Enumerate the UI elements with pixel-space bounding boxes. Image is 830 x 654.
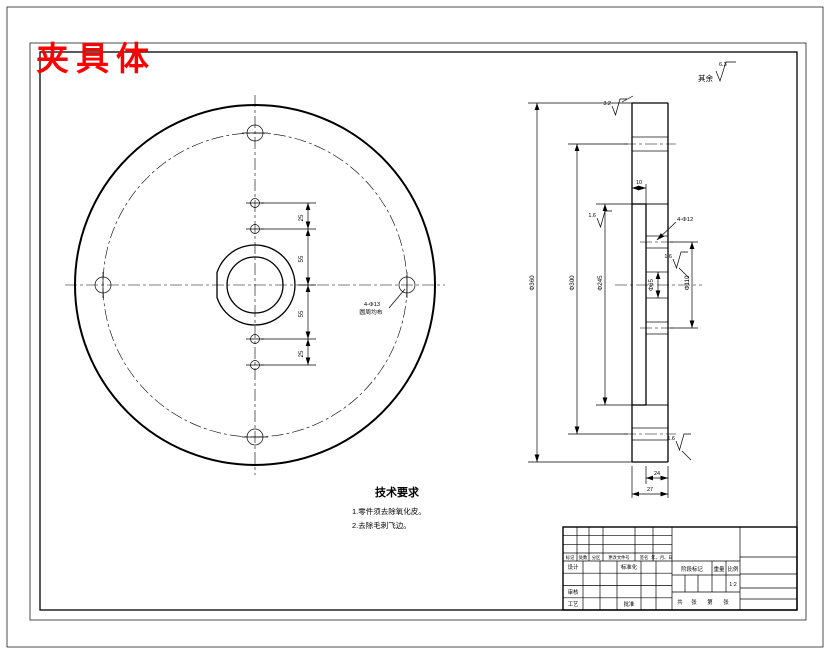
leader-line: [656, 221, 677, 241]
dim-value: 55: [298, 255, 305, 262]
roughness-value: 1.6: [667, 436, 675, 442]
leader-line: [621, 95, 634, 103]
section-view: [615, 102, 702, 463]
leader-line: [681, 450, 692, 461]
leader-line: [678, 267, 690, 279]
front-view: [65, 95, 445, 475]
tb-scale-label: 比例: [728, 565, 739, 573]
frame-outer-line: [29, 42, 807, 621]
roughness-value: 3.2: [603, 101, 611, 107]
surface-roughness-note: 其余 6.3: [698, 61, 736, 83]
tb-role-design: 设计: [568, 563, 579, 571]
tb-sheet-unit2: 张: [723, 598, 729, 606]
dim-value: 25: [298, 214, 305, 221]
part-title: 夹具体: [36, 40, 156, 77]
roughness-icon: [596, 210, 612, 229]
tb-header-zone: 分区: [592, 554, 601, 561]
section-area: [631, 102, 669, 138]
dim-outer-dia: Φ360: [529, 275, 536, 291]
roughness-mark-top: 3.2: [603, 95, 634, 117]
frame-inner-line: [39, 51, 798, 611]
title-block: 标记 处数 分区 更改文件号 签名 年、月、日 设计 标准化 审核 工艺 批准 …: [562, 526, 798, 611]
roughness-mark-recess: 1.6: [588, 210, 612, 229]
tech-requirement-item: 1.零件须去除氧化皮。: [352, 506, 426, 516]
roughness-value: 1.6: [588, 213, 596, 219]
surface-note-value: 6.3: [719, 62, 727, 68]
section-area: [631, 404, 669, 429]
tb-header-mark: 标记: [566, 554, 575, 561]
tb-role-approve: 批准: [624, 600, 635, 608]
dim-bolt-circle: Φ300: [569, 275, 576, 291]
surface-note-label: 其余: [698, 73, 713, 83]
tb-scale-value: 1:2: [729, 582, 737, 588]
tb-stage-label: 阶段标记: [681, 565, 703, 573]
tb-header-date: 年、月、日: [651, 554, 672, 561]
section-area: [645, 297, 669, 323]
roughness-icon: [611, 98, 627, 117]
tb-role-audit: 审核: [568, 588, 579, 596]
tb-header-file-no: 更改文件号: [608, 554, 629, 561]
tb-role-process: 工艺: [568, 601, 579, 608]
tech-requirements-heading: 技术要求: [375, 485, 420, 499]
dim-hub-thickness: 24: [654, 471, 660, 477]
tb-sheet-total: 共: [677, 598, 683, 606]
title-block-border: [562, 526, 798, 611]
page-frame: [6, 6, 824, 648]
roughness-mark-bottom: 1.6: [667, 433, 692, 461]
roughness-icon: [672, 251, 688, 270]
section-view-dimensions: Φ360 Φ300 Φ245 Φ110 Φ65 10 24 27 4-Φ12: [528, 95, 698, 498]
roughness-icon: [715, 61, 736, 83]
roughness-value: 1.6: [664, 254, 672, 260]
dim-value: 25: [298, 350, 305, 357]
roughness-mark-bore: 1.6: [664, 251, 690, 279]
tb-sheet-unit1: 张: [691, 598, 697, 606]
dim-flange-thickness: 27: [647, 487, 653, 493]
tb-sheet-index: 第: [707, 598, 713, 606]
front-view-dimensions: 25 55 55 25 4-Φ13 圆周均布: [261, 202, 406, 366]
dim-value: 55: [298, 310, 305, 317]
tb-weight-label: 重量: [714, 565, 725, 573]
tech-requirements: 技术要求 1.零件须去除氧化皮。 2.去除毛刺飞边。: [352, 485, 426, 530]
center-boss-circle: [216, 244, 296, 326]
tb-header-signature: 签名: [640, 554, 649, 561]
dim-hole-circle: Φ110: [684, 275, 691, 290]
dim-step-depth: 10: [636, 180, 642, 186]
small-hole-callout: 4-Φ12: [677, 217, 693, 223]
dim-recess-dia: Φ245: [597, 275, 604, 291]
leader-line: [388, 288, 406, 309]
section-area: [645, 333, 669, 406]
bolt-hole-callout-1: 4-Φ13: [364, 302, 380, 308]
roughness-icon: [675, 433, 691, 452]
section-area: [631, 150, 669, 205]
tb-role-standardization: 标准化: [621, 563, 638, 571]
section-area: [645, 203, 669, 237]
tech-requirement-item: 2.去除毛刺飞边。: [352, 520, 411, 530]
dim-bore-dia: Φ65: [648, 279, 655, 291]
outer-page-border: [6, 6, 824, 648]
section-area: [631, 439, 669, 463]
bolt-hole-callout-2: 圆周均布: [359, 308, 382, 316]
section-area: [645, 247, 669, 273]
tb-header-count: 处数: [579, 554, 588, 561]
